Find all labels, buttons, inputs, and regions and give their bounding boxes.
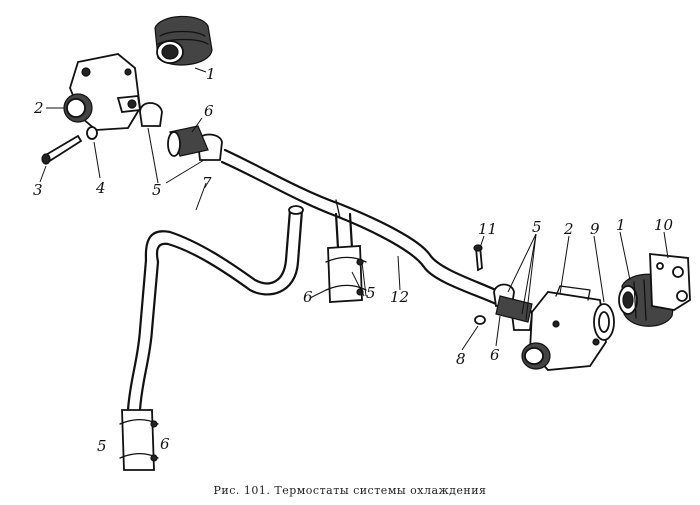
hose-top-left-drawing xyxy=(167,125,209,157)
callout-tube-left: 7 xyxy=(202,174,212,192)
figure-caption: Рис. 101. Термостаты системы охлаждения xyxy=(213,484,487,497)
hose-bottom-drawing xyxy=(119,409,159,471)
tube-left-drawing xyxy=(126,205,304,412)
callout-bolt: 3 xyxy=(33,181,43,199)
bolt-right-drawing xyxy=(473,244,483,272)
callout-labels: 1 2 3 4 5 6 7 5 6 12 11 5 2 9 1 10 8 6 5… xyxy=(33,65,674,455)
washer-left-drawing xyxy=(86,126,98,140)
callout-clamps-bottom: 5 xyxy=(97,437,107,455)
tee-pipe-drawing xyxy=(334,212,354,250)
callout-clamps-center: 5 xyxy=(366,284,376,302)
main-tube-drawing xyxy=(220,148,502,306)
callout-flange: 10 xyxy=(654,216,674,234)
callout-bolt-right: 11 xyxy=(478,220,497,238)
gasket-drawing xyxy=(593,303,615,341)
hose-center-drawing xyxy=(325,245,367,303)
callout-hose-center: 6 xyxy=(303,288,313,306)
washer-right-drawing xyxy=(474,315,486,325)
callout-housing-left: 2 xyxy=(33,99,44,117)
callout-hose-right: 6 xyxy=(490,346,500,364)
bolt-left-drawing xyxy=(41,134,83,165)
callout-housing-right: 2 xyxy=(563,220,574,238)
callout-tube-main: 12 xyxy=(390,288,409,306)
callout-hose-top-left: 6 xyxy=(204,102,214,120)
callout-clamps-right: 5 xyxy=(532,218,542,236)
housing-right-drawing xyxy=(521,285,607,371)
housing-left-drawing xyxy=(63,53,142,131)
callout-clamps-top-left: 5 xyxy=(152,181,162,199)
callout-thermostat-top: 1 xyxy=(206,65,216,83)
callout-hose-bottom: 6 xyxy=(160,435,170,453)
callout-washer: 4 xyxy=(95,179,106,197)
callout-thermostat-right: 1 xyxy=(616,216,626,234)
leader-lines xyxy=(39,67,669,351)
flange-drawing xyxy=(649,252,691,311)
hose-right-drawing xyxy=(495,295,533,323)
thermostat-top-drawing xyxy=(154,15,213,66)
callout-washer-right: 8 xyxy=(456,350,466,368)
callout-gasket: 9 xyxy=(590,220,600,238)
